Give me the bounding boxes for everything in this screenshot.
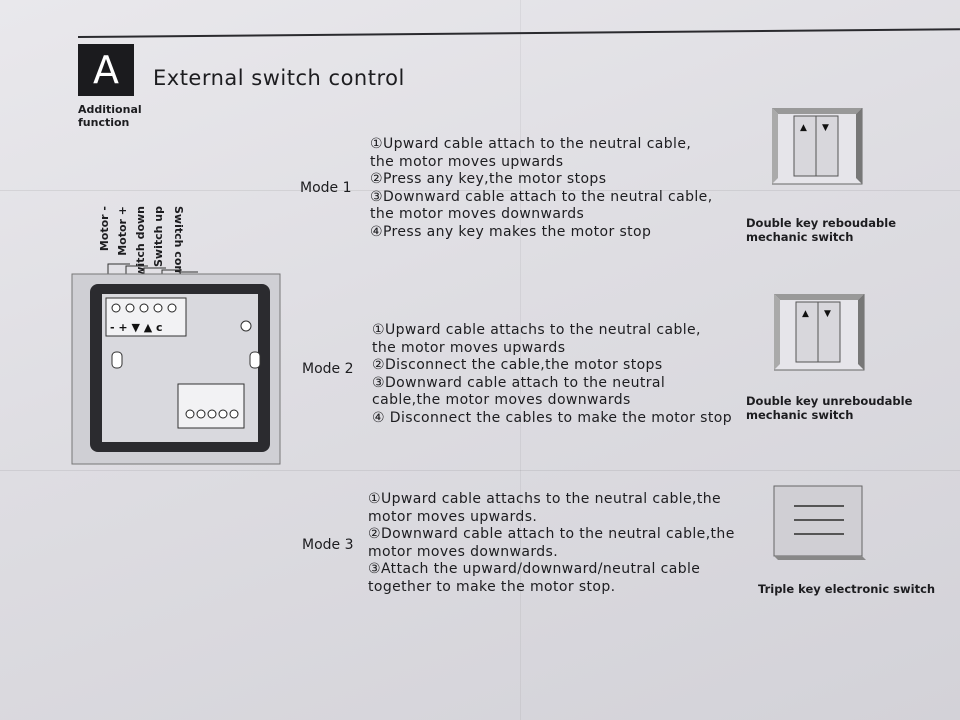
mode-line: ②Press any key,the motor stops	[370, 171, 607, 187]
mode-line: the motor moves downwards	[370, 206, 585, 222]
bevel	[856, 108, 862, 184]
caption-line: Double key reboudable	[746, 216, 897, 230]
wire	[125, 265, 148, 276]
up-arrow-icon: ▲	[800, 123, 807, 133]
subtitle-line: function	[78, 116, 130, 129]
caption-line: Double key unreboudable	[746, 394, 913, 408]
caption-line: mechanic switch	[746, 230, 854, 244]
page-title: External switch control	[153, 66, 405, 90]
down-arrow-icon: ▼	[824, 309, 831, 319]
caption-line: Triple key electronic switch	[758, 582, 936, 596]
paper-fold	[520, 0, 521, 720]
triple-key-electronic-switch-icon	[773, 485, 866, 560]
bevel	[858, 294, 864, 370]
terminal-block-2	[177, 383, 245, 429]
bevel	[774, 294, 864, 300]
slot	[111, 351, 123, 369]
mode-line: cable,the motor moves downwards	[372, 392, 631, 408]
mode-line: ②Disconnect the cable,the motor stops	[372, 357, 663, 373]
control-box-diagram: - + ▼ ▲ c	[71, 263, 281, 465]
bevel	[774, 556, 866, 560]
screw	[125, 303, 135, 313]
terminal-label-motor-minus: Motor -	[98, 206, 111, 252]
bevel	[772, 108, 862, 114]
mode-line: ③Attach the upward/downward/neutral cabl…	[368, 561, 701, 577]
header-rule	[77, 28, 960, 38]
subtitle-line: Additional	[78, 103, 142, 116]
up-arrow-icon: ▲	[802, 309, 809, 319]
screw	[167, 303, 177, 313]
mode-3-caption: Triple key electronic switch	[758, 582, 935, 596]
section-badge: A	[78, 44, 134, 96]
screw	[207, 409, 217, 419]
screw	[185, 409, 195, 419]
mode-line: ③Downward cable attach to the neutral ca…	[370, 188, 713, 205]
subtitle: Additional function	[78, 103, 142, 129]
terminal-label-switch-com: Switch com	[172, 206, 185, 277]
screw	[229, 409, 239, 419]
mode-line: ①Upward cable attach to the neutral cabl…	[370, 136, 692, 152]
mode-1-text: ①Upward cable attach to the neutral cabl…	[370, 136, 713, 241]
mode-line: ①Upward cable attachs to the neutral cab…	[372, 322, 701, 338]
mode-line: ③Downward cable attach to the neutral	[372, 374, 666, 391]
mode-line: ④ Disconnect the cables to make the moto…	[372, 409, 732, 426]
bevel	[774, 294, 780, 370]
double-key-unreboudable-switch-icon: ▲ ▼	[774, 294, 865, 371]
paper-fold	[0, 470, 960, 471]
paper-fold	[0, 190, 960, 191]
mode-1-caption: Double key reboudable mechanic switch	[746, 216, 896, 244]
screw	[111, 303, 121, 313]
bevel	[772, 108, 778, 184]
wire	[107, 263, 130, 276]
mode-line: motor moves upwards.	[368, 508, 538, 525]
screw	[196, 409, 206, 419]
double-key-reboudable-switch-icon: ▲ ▼	[772, 108, 863, 185]
mode-line: ④Press any key makes the motor stop	[370, 223, 652, 240]
mode-3-text: ①Upward cable attachs to the neutral cab…	[368, 491, 735, 596]
mode-line: together to make the motor stop.	[368, 578, 616, 595]
terminal-marks: - + ▼ ▲ c	[110, 321, 163, 334]
mode-2-text: ①Upward cable attachs to the neutral cab…	[372, 322, 732, 427]
mode-2-label: Mode 2	[302, 361, 354, 377]
slot	[249, 351, 261, 369]
mode-line: the motor moves upwards	[372, 339, 566, 356]
caption-line: mechanic switch	[746, 408, 854, 422]
screw	[218, 409, 228, 419]
terminal-labels: Motor - Motor + Switch down Switch up Sw…	[98, 206, 198, 285]
mode-1-label: Mode 1	[300, 180, 352, 196]
mode-3-label: Mode 3	[302, 537, 354, 553]
screw	[139, 303, 149, 313]
mode-line: the motor moves upwards	[370, 153, 564, 170]
terminal-label-motor-plus: Motor +	[116, 206, 129, 256]
mode-2-caption: Double key unreboudable mechanic switch	[746, 394, 912, 422]
mode-line: ①Upward cable attachs to the neutral cab…	[368, 491, 722, 507]
down-arrow-icon: ▼	[822, 123, 829, 133]
mode-line: ②Downward cable attach to the neutral ca…	[368, 526, 735, 542]
mount-hole	[240, 320, 252, 332]
screw	[153, 303, 163, 313]
mode-line: motor moves downwards.	[368, 543, 559, 560]
wire	[143, 267, 166, 276]
